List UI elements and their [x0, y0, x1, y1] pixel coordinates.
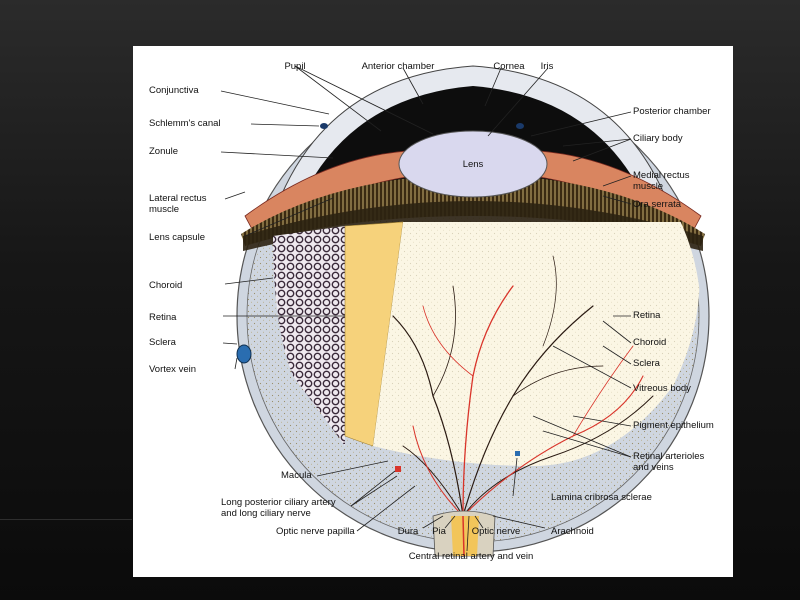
label-pupil: Pupil [284, 61, 306, 72]
label-sclera-left: Sclera [149, 337, 176, 348]
label-dura: Dura [397, 526, 419, 537]
label-pigment-epithelium: Pigment epithelium [633, 420, 714, 431]
label-pia: Pia [432, 526, 446, 537]
label-medial-rectus: Medial rectus [633, 170, 690, 181]
ciliary-artery-marker [395, 466, 401, 472]
label-arachnoid: Arachnoid [551, 526, 594, 537]
label-lamina-cribrosa: Lamina cribrosa sclerae [551, 492, 652, 503]
lens-shape [398, 130, 548, 198]
label-posterior-chamber: Posterior chamber [633, 106, 711, 117]
vortex-vein-marker [236, 344, 252, 364]
schlemm-canal-marker [320, 123, 328, 129]
label-long-ciliary-nerve: and long ciliary nerve [221, 508, 311, 519]
choroid-cells [273, 226, 345, 446]
lamina-marker [515, 451, 520, 456]
label-ciliary-body: Ciliary body [633, 133, 683, 144]
leader-lines [220, 65, 632, 552]
label-anterior-chamber: Anterior chamber [361, 61, 435, 72]
label-lens: Lens [462, 159, 484, 170]
label-retinal-arterioles: Retinal arterioles [633, 451, 705, 462]
label-optic-nerve: Optic nerve [471, 526, 521, 537]
label-ora-serrata: Ora serrata [633, 199, 682, 210]
label-long-posterior-ciliary: Long posterior ciliary artery [221, 497, 336, 508]
retinal-vessels [392, 255, 654, 517]
ciliary-body-shape [244, 149, 702, 232]
label-vitreous-body: Vitreous body [633, 383, 691, 394]
label-iris: Iris [540, 61, 554, 72]
label-choroid-right: Choroid [633, 337, 667, 348]
eye-anatomy-figure: Pupil Anterior chamber Cornea Iris Conju… [133, 46, 733, 577]
ora-band [243, 201, 703, 251]
label-retina-left: Retina [149, 312, 177, 323]
eye-diagram-svg [220, 65, 710, 557]
label-medial-rectus-muscle: muscle [633, 181, 664, 192]
label-lateral-rectus: Lateral rectus [149, 193, 207, 204]
label-choroid-left: Choroid [149, 280, 183, 291]
label-retina-right: Retina [633, 310, 661, 321]
label-sclera-right: Sclera [633, 358, 660, 369]
label-optic-nerve-papilla: Optic nerve papilla [276, 526, 355, 537]
label-central-retinal: Central retinal artery and vein [408, 551, 534, 562]
label-vortex-vein: Vortex vein [149, 364, 196, 375]
label-cornea: Cornea [493, 61, 525, 72]
label-zonule: Zonule [149, 146, 179, 157]
slide-divider-line [0, 519, 132, 520]
label-lens-capsule: Lens capsule [149, 232, 205, 243]
label-lateral-rectus-muscle: muscle [149, 204, 180, 215]
retina-layer [344, 221, 404, 447]
label-conjunctiva: Conjunctiva [149, 85, 199, 96]
label-retinal-arterioles-veins: and veins [633, 462, 674, 473]
label-schlemms-canal: Schlemm's canal [149, 118, 221, 129]
label-macula: Macula [281, 470, 312, 481]
schlemm-canal-marker-right [516, 123, 524, 129]
